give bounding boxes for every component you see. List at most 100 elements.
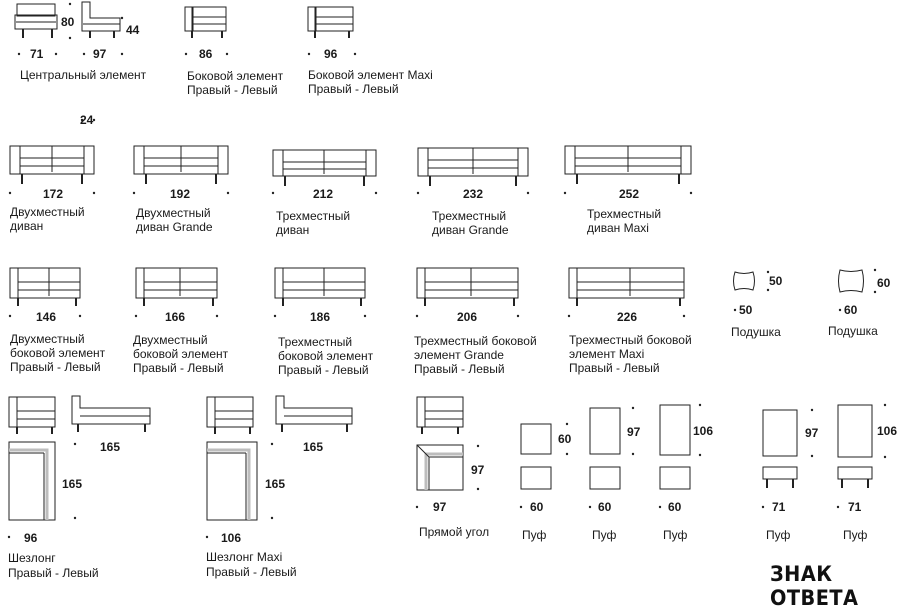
dim-threesidem-width: 226 (617, 310, 638, 324)
caption-chaisemaxi-line2: Правый - Левый (206, 565, 297, 579)
caption-cushion1: Подушка (731, 325, 781, 339)
caption-pouf2: Пуф (592, 528, 617, 542)
caption-pouf3: Пуф (663, 528, 688, 542)
caption-threem-line2: диван Maxi (587, 221, 649, 235)
caption-twog-line2: диван Grande (136, 220, 213, 234)
dim-two-width: 172 (43, 187, 64, 201)
chaise-maxi-plan-drawing (206, 441, 258, 521)
dim-twoside-width: 146 (36, 310, 57, 324)
dim-chaise-depth: 96 (24, 531, 38, 545)
pouf-60x97-plan-drawing (589, 407, 621, 490)
dim-arm: 24 (80, 113, 94, 127)
caption-twog-line1: Двухместный (136, 206, 211, 220)
dim-three-width: 212 (313, 187, 334, 201)
three-seat-side-element-grande-drawing (416, 267, 519, 306)
dim-pouf2-height: 97 (627, 425, 641, 439)
caption-threeg-line1: Трехместный (432, 209, 507, 223)
dim-threem-width: 252 (619, 187, 640, 201)
caption-threem-line1: Трехместный (587, 207, 662, 221)
caption-three-line1: Трехместный (276, 209, 351, 223)
dim-sidemaxi-width: 96 (324, 47, 338, 61)
dim-twog-width: 192 (170, 187, 191, 201)
caption-two-line2: диван (10, 219, 44, 233)
dim-threeg-width: 232 (463, 187, 484, 201)
caption-threesidem-line2: элемент Maxi (569, 347, 645, 361)
dim-central-seat: 44 (126, 23, 140, 37)
caption-sidemaxi-line2: Правый - Левый (308, 82, 399, 96)
caption-three-line2: диван (276, 223, 310, 237)
dim-cushion1-width: 50 (739, 303, 753, 317)
dim-threeside-width: 186 (310, 310, 331, 324)
dim-chaise-length: 165 (62, 477, 83, 491)
two-seat-sofa-grande-drawing (133, 145, 229, 184)
dimension-dots (7, 2, 887, 539)
pouf-60-plan-drawing (520, 423, 552, 490)
side-element-drawing (184, 6, 227, 38)
caption-twoside-line3: Правый - Левый (10, 360, 101, 374)
cushion-60-drawing (838, 269, 864, 293)
dim-pouf4-height: 97 (805, 426, 819, 440)
caption-sidemaxi-line1: Боковой элемент Maxi (308, 68, 433, 82)
caption-threeside-line2: боковой элемент (278, 349, 374, 363)
dim-central-height: 80 (61, 15, 75, 29)
corner-front-drawing (416, 396, 464, 434)
caption-threesidem-line3: Правый - Левый (569, 361, 660, 375)
dim-chaisemaxi-length: 165 (265, 477, 286, 491)
cushion-50-drawing (733, 271, 755, 291)
caption-pouf1: Пуф (522, 528, 547, 542)
three-seat-sofa-grande-drawing (417, 147, 529, 186)
chaise-side-drawing (71, 395, 151, 432)
pouf-71x97-plan-drawing (762, 409, 798, 488)
caption-twoside-line2: боковой элемент (10, 346, 106, 360)
dim-chaisemaxi-width: 165 (303, 440, 324, 454)
dim-side-width: 86 (199, 47, 213, 61)
dim-pouf1-height: 60 (558, 432, 572, 446)
dim-cushion2-width: 60 (844, 303, 858, 317)
dim-threesideg-width: 206 (457, 310, 478, 324)
dim-chaisemaxi-depth: 106 (221, 531, 242, 545)
corner-plan-drawing (416, 444, 464, 491)
three-seat-side-element-drawing (274, 267, 366, 306)
dim-twoside2-width: 166 (165, 310, 186, 324)
dim-pouf4-width: 71 (772, 500, 786, 514)
caption-corner: Прямой угол (419, 525, 490, 539)
caption-side-line2: Правый - Левый (187, 83, 278, 97)
dim-corner-width: 97 (433, 500, 447, 514)
dim-cushion1-height: 50 (769, 274, 783, 288)
caption-threeg-line2: диван Grande (432, 223, 509, 237)
chaise-plan-drawing (8, 441, 56, 521)
dim-pouf2-width: 60 (598, 500, 612, 514)
dim-central-width: 71 (30, 47, 44, 61)
caption-pouf4: Пуф (766, 528, 791, 542)
two-seat-side-element-2-drawing (135, 267, 218, 306)
dim-pouf5-width: 71 (848, 500, 862, 514)
caption-chaisemaxi-line1: Шезлонг Maxi (206, 550, 283, 564)
dim-pouf3-height: 106 (693, 424, 714, 438)
dim-pouf5-height: 106 (877, 424, 898, 438)
pouf-60x106-plan-drawing (659, 404, 691, 490)
two-seat-side-element-drawing (9, 267, 81, 306)
dim-cushion2-height: 60 (877, 276, 891, 290)
caption-side-line1: Боковой элемент (187, 69, 284, 83)
brand-logo: ЗНАК ОТВЕТА (770, 562, 859, 610)
three-seat-side-element-maxi-drawing (568, 267, 685, 306)
dim-corner-height: 97 (471, 463, 485, 477)
caption-two-line1: Двухместный (10, 205, 85, 219)
caption-twoside-line1: Двухместный (10, 332, 85, 346)
side-element-maxi-drawing (307, 6, 354, 38)
caption-threesideg-line3: Правый - Левый (414, 362, 505, 376)
central-element-front-drawing (14, 3, 58, 38)
caption-chaise-line2: Правый - Левый (8, 566, 99, 580)
caption-threesideg-line2: элемент Grande (414, 348, 504, 362)
caption-pouf5: Пуф (843, 528, 868, 542)
chaise-front-drawing (8, 396, 56, 434)
dim-chaise-width: 165 (100, 440, 121, 454)
caption-twoside2-line3: Правый - Левый (133, 361, 224, 375)
caption-threesideg-line1: Трехместный боковой (414, 334, 537, 348)
caption-central: Центральный элемент (20, 68, 147, 82)
caption-twoside2-line2: боковой элемент (133, 347, 229, 361)
caption-chaise-line1: Шезлонг (8, 551, 56, 565)
two-seat-sofa-drawing (9, 145, 95, 184)
caption-threesidem-line1: Трехместный боковой (569, 333, 692, 347)
